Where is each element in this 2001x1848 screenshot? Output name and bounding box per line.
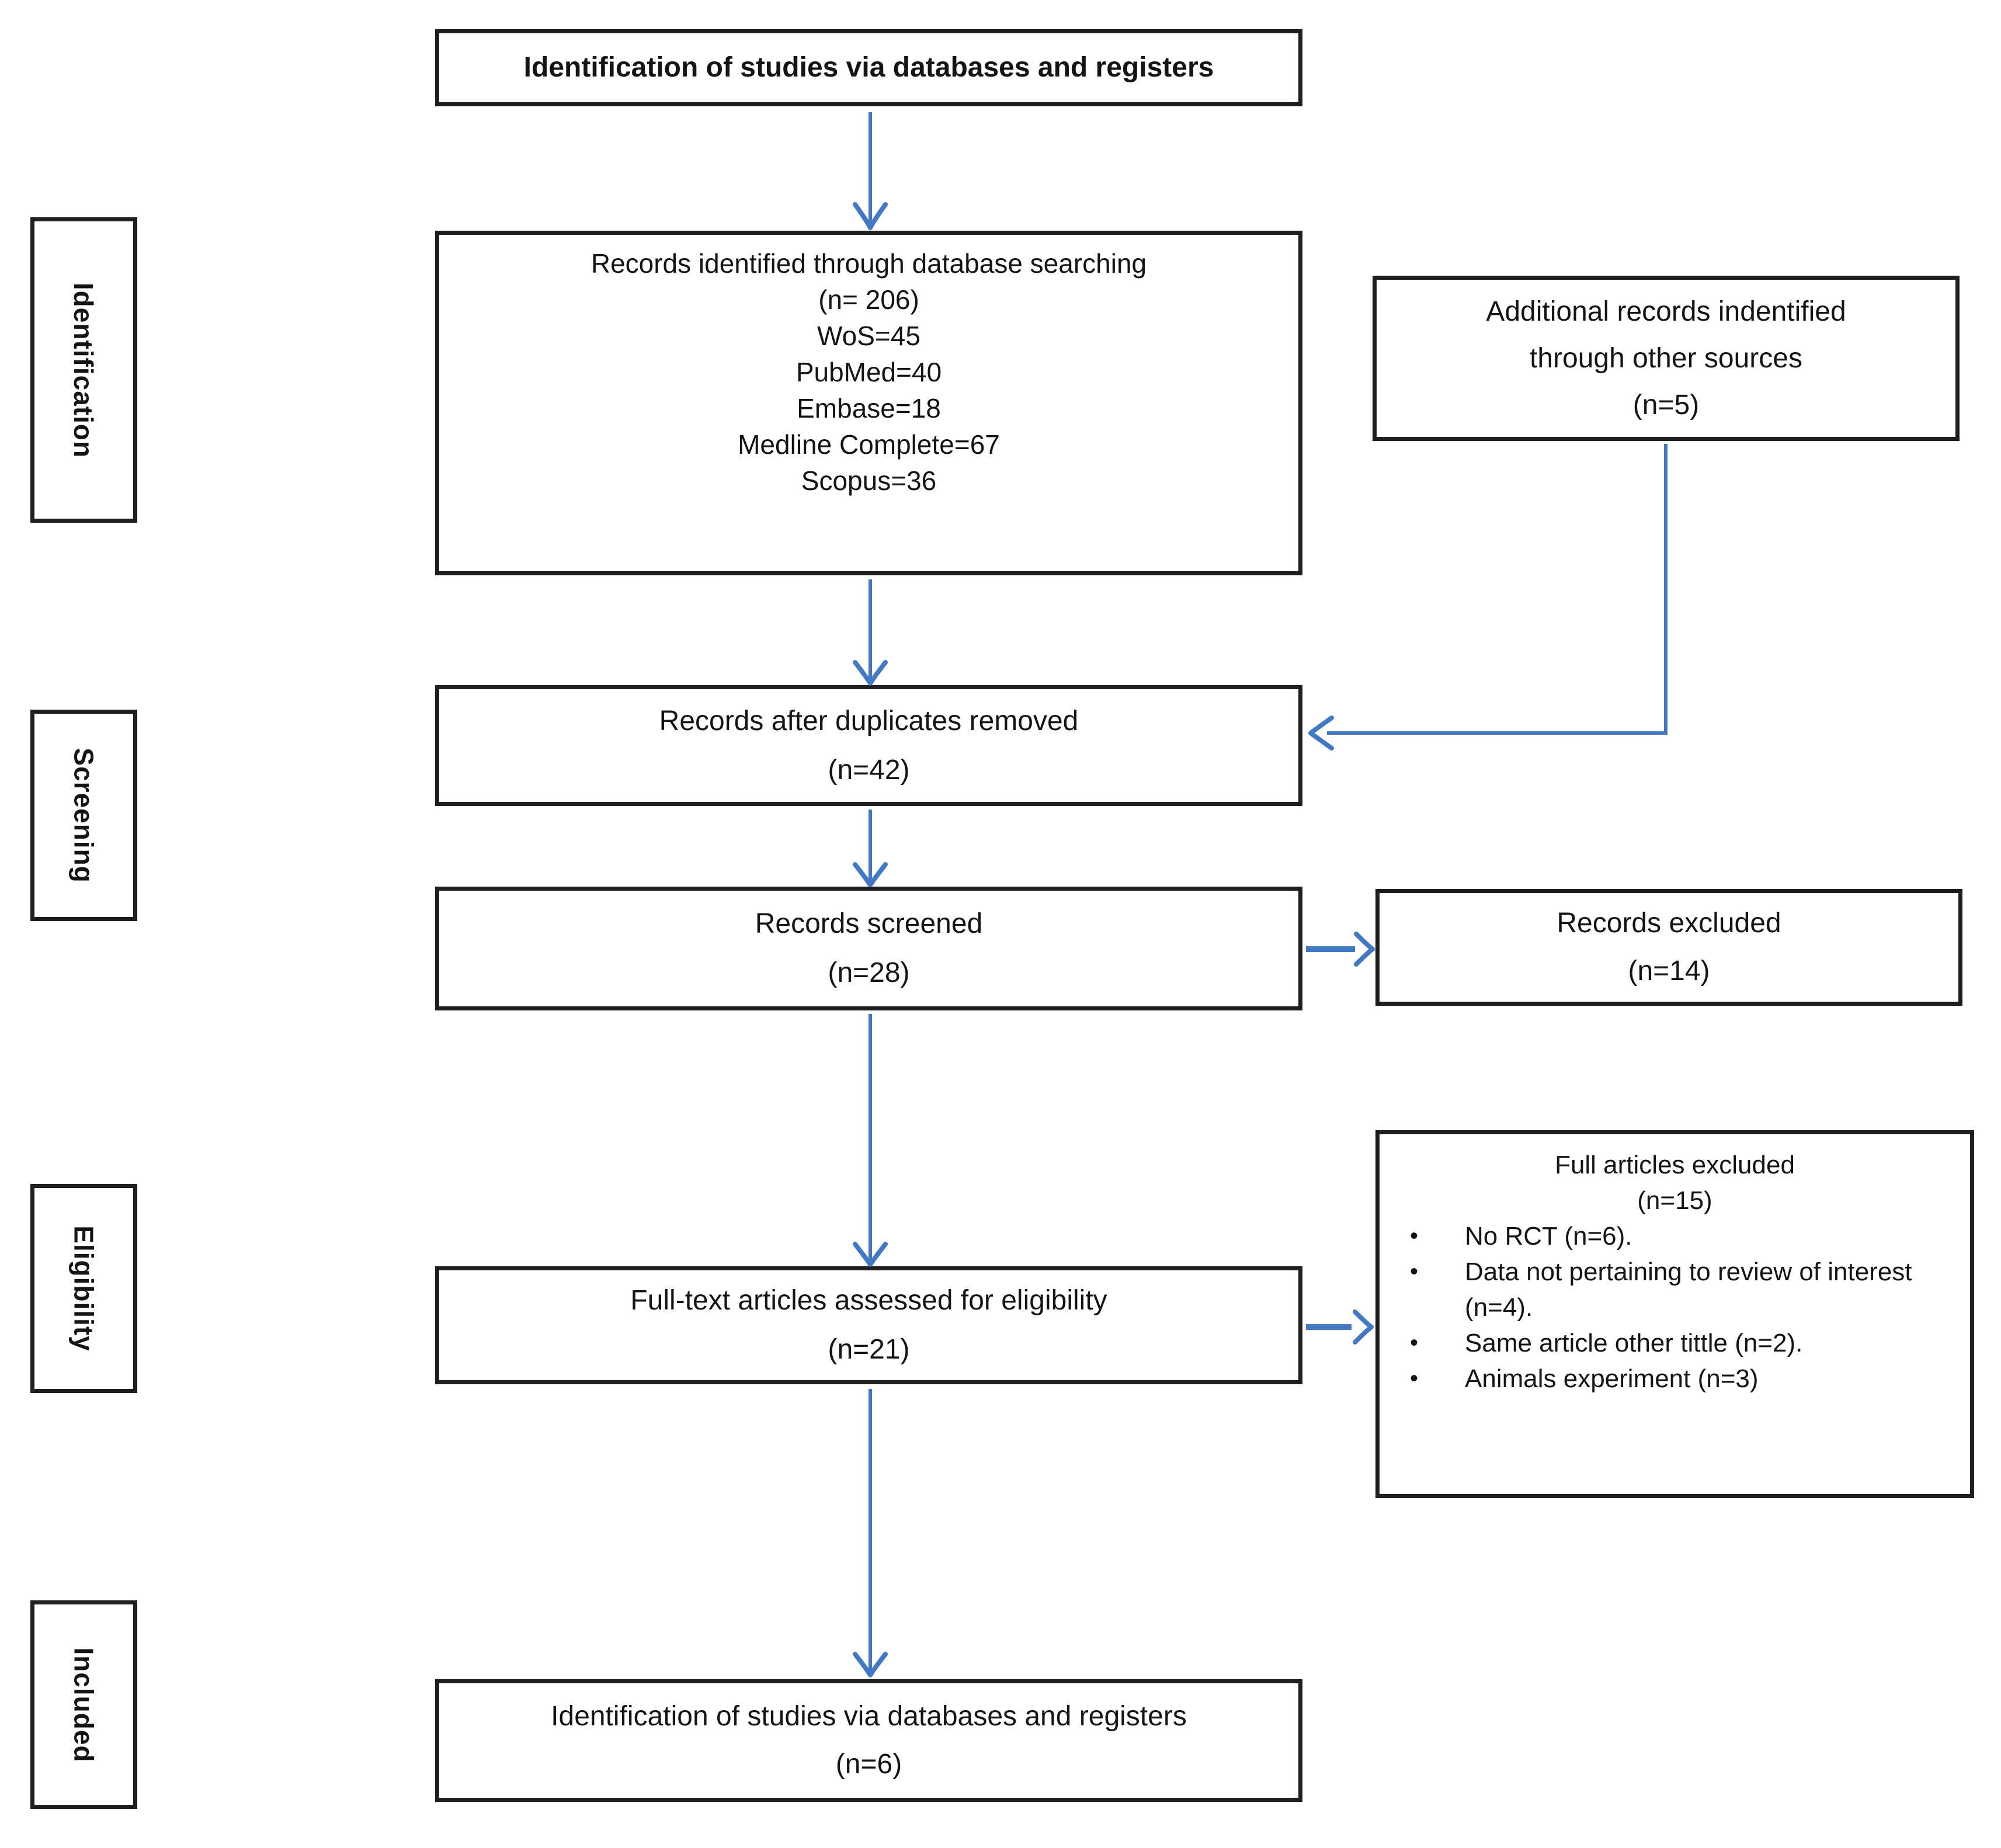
arrow-fulltext-to-included	[853, 1389, 888, 1677]
box-title: Full articles excluded	[1555, 1151, 1795, 1179]
full-articles-excluded-box: Full articles excluded (n=15) No RCT (n=…	[1375, 1130, 1974, 1498]
box-title: Full-text articles assessed for eligibil…	[630, 1285, 1107, 1316]
stage-label-screening: Screening	[30, 710, 137, 921]
box-count: (n=42)	[828, 754, 910, 786]
stage-label-text: Identification	[68, 282, 99, 458]
source-count: PubMed=40	[795, 357, 942, 387]
records-screened-box: Records screened (n=28)	[435, 887, 1302, 1010]
duplicates-removed-box: Records after duplicates removed (n=42)	[435, 685, 1302, 806]
box-title: Records identified through database sear…	[590, 248, 1147, 279]
records-identified-box: Records identified through database sear…	[435, 231, 1302, 575]
box-count: (n= 206)	[818, 284, 919, 315]
box-title: Records after duplicates removed	[659, 705, 1079, 737]
records-excluded-box: Records excluded (n=14)	[1375, 889, 1962, 1006]
studies-included-box: Identification of studies via databases …	[435, 1679, 1302, 1802]
box-title: Records excluded	[1557, 908, 1781, 939]
stage-label-eligibility: Eligibility	[30, 1184, 137, 1393]
source-count: Medline Complete=67	[738, 429, 1000, 460]
box-title: Additional records indentified	[1486, 296, 1846, 327]
source-count: WoS=45	[817, 321, 920, 351]
arrow-additional-to-duplicates	[1308, 444, 1668, 751]
additional-records-box: Additional records indentified through o…	[1373, 276, 1960, 441]
arrow-banner-to-identified	[853, 112, 888, 230]
box-count: (n=14)	[1628, 956, 1710, 986]
exclusion-reason: Data not pertaining to review of interes…	[1380, 1254, 1956, 1325]
stage-label-identification: Identification	[30, 217, 137, 523]
banner-box: Identification of studies via databases …	[435, 29, 1302, 106]
stage-label-text: Included	[68, 1646, 99, 1763]
box-count: (n=6)	[835, 1749, 902, 1780]
box-count: (n=28)	[828, 957, 910, 988]
fulltext-assessed-box: Full-text articles assessed for eligibil…	[435, 1266, 1302, 1384]
banner-title: Identification of studies via databases …	[523, 52, 1214, 83]
exclusion-reason-list: No RCT (n=6). Data not pertaining to rev…	[1380, 1218, 1970, 1397]
arrow-fulltext-to-fullexcluded	[1306, 1309, 1374, 1345]
box-count: (n=15)	[1637, 1186, 1712, 1215]
stage-label-text: Screening	[68, 748, 99, 883]
exclusion-reason: Same article other tittle (n=2).	[1380, 1325, 1956, 1361]
exclusion-reason: Animals experiment (n=3)	[1380, 1361, 1956, 1397]
arrow-duplicates-to-screened	[853, 810, 888, 887]
box-count: (n=5)	[1632, 389, 1700, 421]
arrow-screened-to-fulltext	[853, 1014, 888, 1267]
stage-label-included: Included	[30, 1600, 137, 1809]
box-title: Identification of studies via databases …	[551, 1701, 1187, 1732]
arrow-screened-to-excluded	[1306, 932, 1375, 967]
exclusion-reason: No RCT (n=6).	[1380, 1218, 1956, 1254]
arrow-identified-to-duplicates	[853, 579, 888, 686]
source-count: Embase=18	[797, 393, 941, 423]
box-title: through other sources	[1530, 342, 1802, 374]
stage-label-text: Eligibility	[68, 1225, 99, 1352]
box-title: Records screened	[755, 908, 983, 939]
box-count: (n=21)	[828, 1334, 910, 1365]
source-count: Scopus=36	[801, 466, 937, 496]
